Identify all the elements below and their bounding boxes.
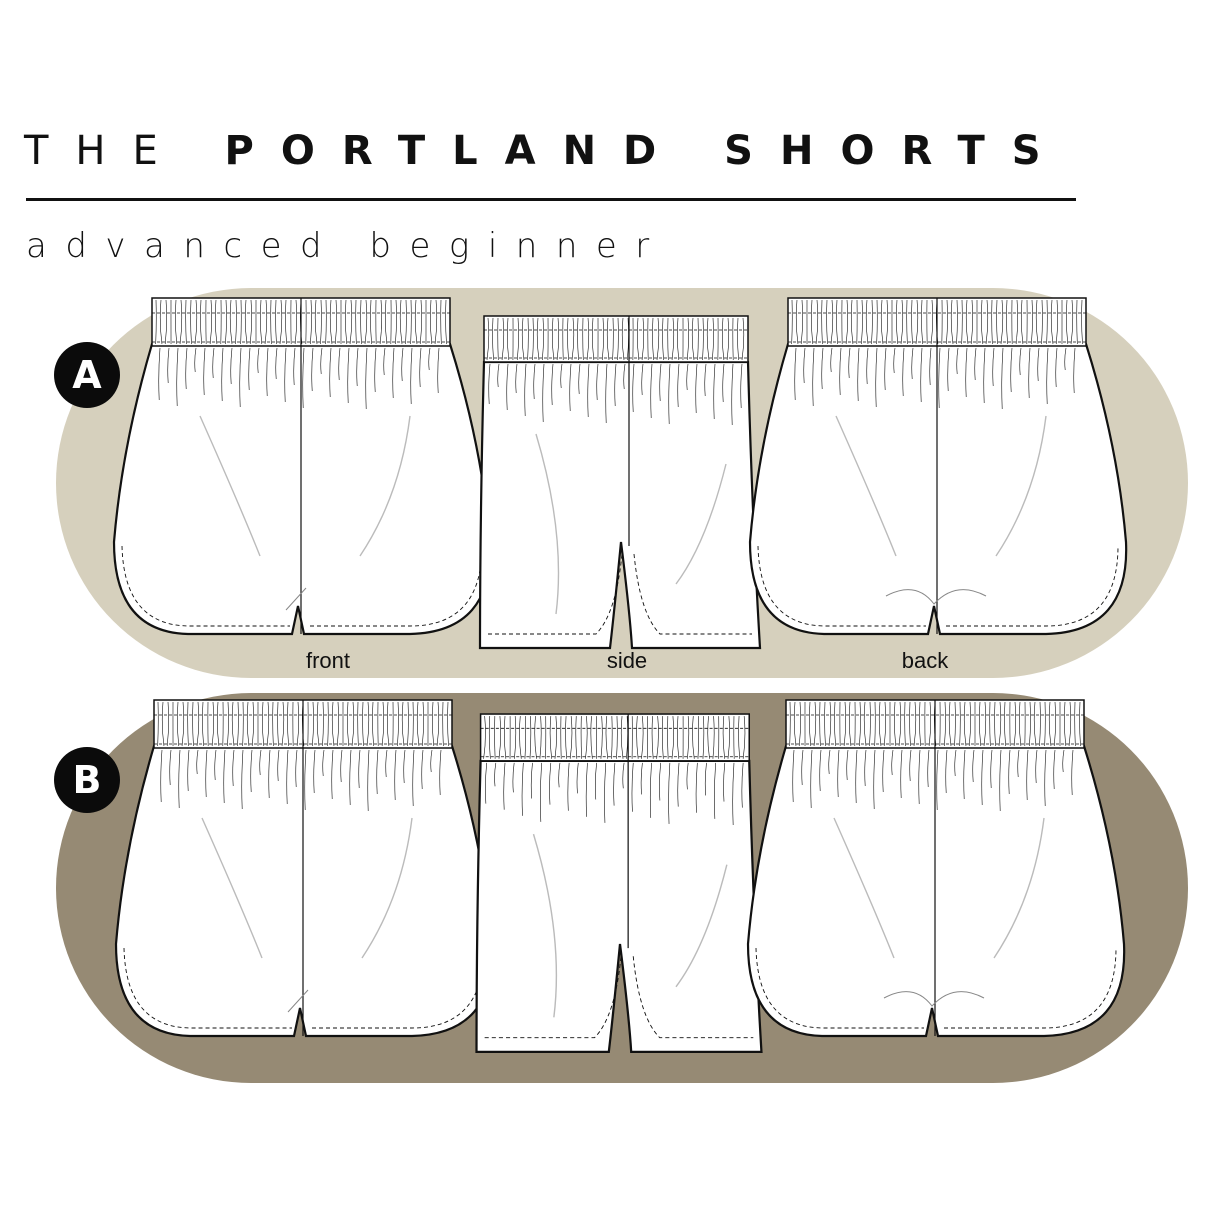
view-a-front-shorts-icon [112,297,492,636]
title-bold: PORTLAND SHORTS [224,128,1068,174]
view-a-back-shorts-icon [748,297,1128,636]
view-b-badge: B [54,747,120,813]
view-a-side-shorts-icon [478,315,762,650]
side-label: side [606,648,648,673]
front-label: front [305,648,351,673]
view-b-back-shorts-icon [746,699,1126,1038]
skill-level: advanced beginner [26,226,668,266]
title-divider [26,198,1076,201]
view-a-badge: A [54,342,120,408]
view-b-side-shorts-icon [475,713,763,1054]
back-label: back [901,648,949,673]
page-title: THE PORTLAND SHORTS [24,126,1068,176]
view-b-front-shorts-icon [114,699,494,1038]
title-light: THE [24,128,185,174]
